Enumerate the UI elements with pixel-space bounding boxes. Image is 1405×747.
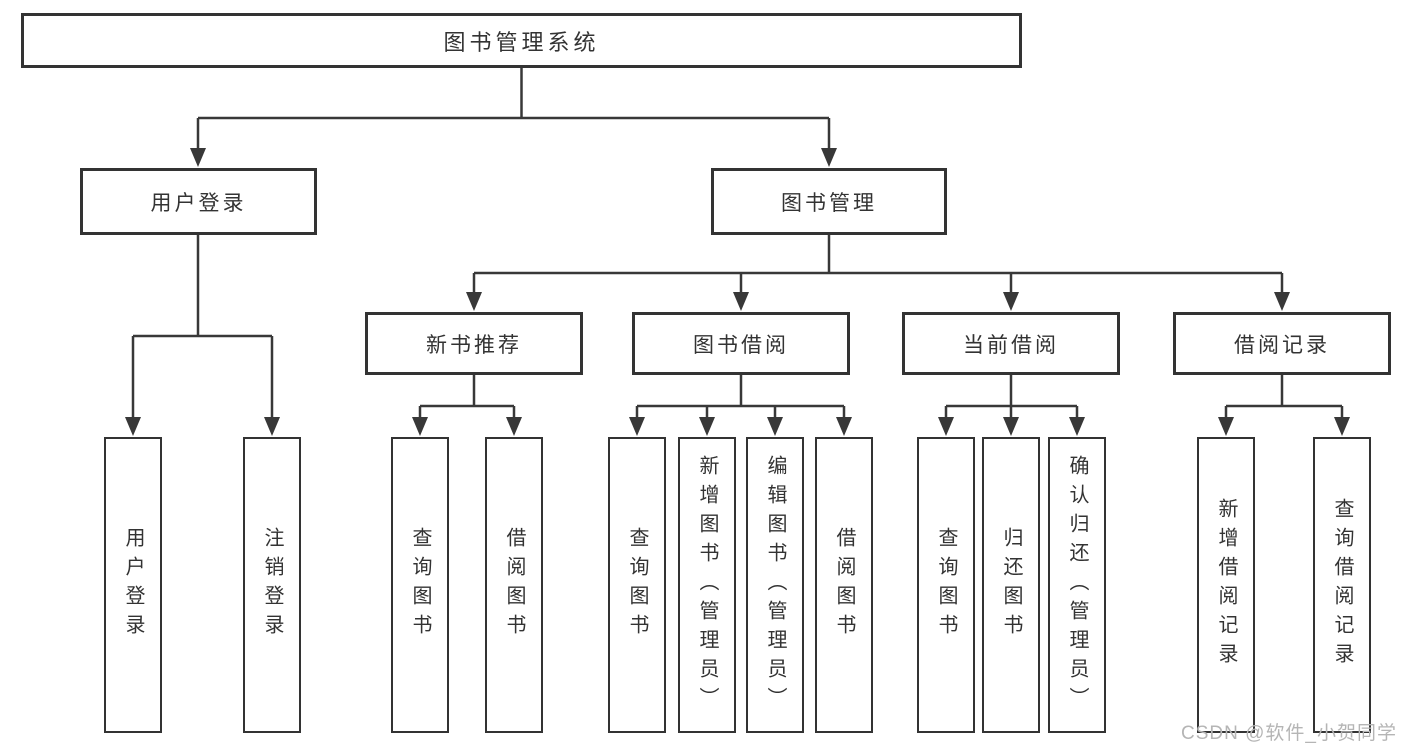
leaf-borrow-query-book: 查询图书 bbox=[608, 437, 666, 733]
leaf-borrow-borrow-book: 借阅图书 bbox=[815, 437, 873, 733]
arrowheads bbox=[125, 148, 1350, 436]
node-book-borrow: 图书借阅 bbox=[632, 312, 850, 375]
leaf-user-login: 用户登录 bbox=[104, 437, 162, 733]
leaf-borrow-add-book-admin: 新增图书（管理员） bbox=[678, 437, 736, 733]
leaf-borrow-edit-book-admin: 编辑图书（管理员） bbox=[746, 437, 804, 733]
leaf-record-add-record: 新增借阅记录 bbox=[1197, 437, 1255, 733]
connector-path bbox=[131, 68, 1344, 419]
leaf-recommend-query-book: 查询图书 bbox=[391, 437, 449, 733]
node-current-borrow: 当前借阅 bbox=[902, 312, 1120, 375]
node-borrow-record: 借阅记录 bbox=[1173, 312, 1391, 375]
watermark: CSDN @软件_小贺同学 bbox=[1181, 723, 1397, 744]
node-system-root: 图书管理系统 bbox=[21, 13, 1022, 68]
leaf-current-return-book: 归还图书 bbox=[982, 437, 1040, 733]
node-new-book-recommend: 新书推荐 bbox=[365, 312, 583, 375]
leaf-logout: 注销登录 bbox=[243, 437, 301, 733]
leaf-current-confirm-return-admin: 确认归还（管理员） bbox=[1048, 437, 1106, 733]
node-book-management: 图书管理 bbox=[711, 168, 947, 235]
leaf-recommend-borrow-book: 借阅图书 bbox=[485, 437, 543, 733]
node-user-login: 用户登录 bbox=[80, 168, 317, 235]
leaf-current-query-book: 查询图书 bbox=[917, 437, 975, 733]
leaf-record-query-record: 查询借阅记录 bbox=[1313, 437, 1371, 733]
